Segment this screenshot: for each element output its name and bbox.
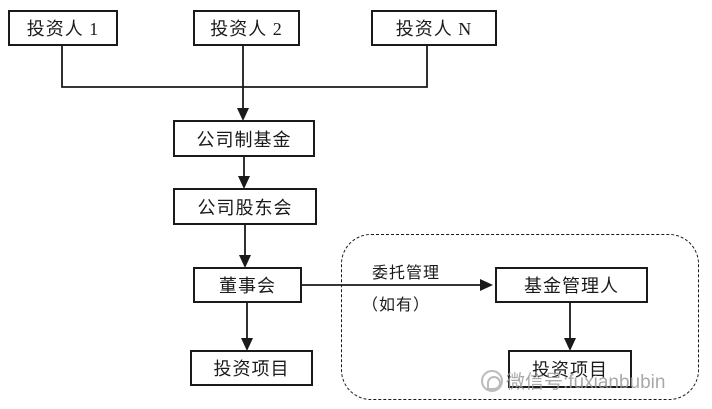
connector-investors-bus bbox=[61, 46, 428, 88]
node-investment-project-right: 投资项目 bbox=[508, 350, 632, 388]
node-fund-manager: 基金管理人 bbox=[495, 267, 648, 303]
edge-label-entrusted-management: 委托管理 bbox=[372, 265, 441, 282]
node-investor-2: 投资人 2 bbox=[193, 10, 300, 46]
wechat-logo-icon bbox=[481, 369, 503, 392]
node-investment-project-left: 投资项目 bbox=[190, 350, 313, 386]
node-shareholders-meeting: 公司股东会 bbox=[173, 188, 317, 225]
node-corporate-fund: 公司制基金 bbox=[173, 120, 315, 157]
edge-label-if-any: （如有） bbox=[362, 297, 431, 314]
delegated-management-group bbox=[341, 234, 699, 400]
node-board-of-directors: 董事会 bbox=[193, 267, 302, 303]
watermark: 微信号:fuxianbubin bbox=[481, 367, 665, 394]
watermark-text: 微信号:fuxianbubin bbox=[506, 372, 666, 393]
node-investor-n: 投资人 N bbox=[371, 10, 497, 46]
node-investor-1: 投资人 1 bbox=[8, 10, 118, 46]
